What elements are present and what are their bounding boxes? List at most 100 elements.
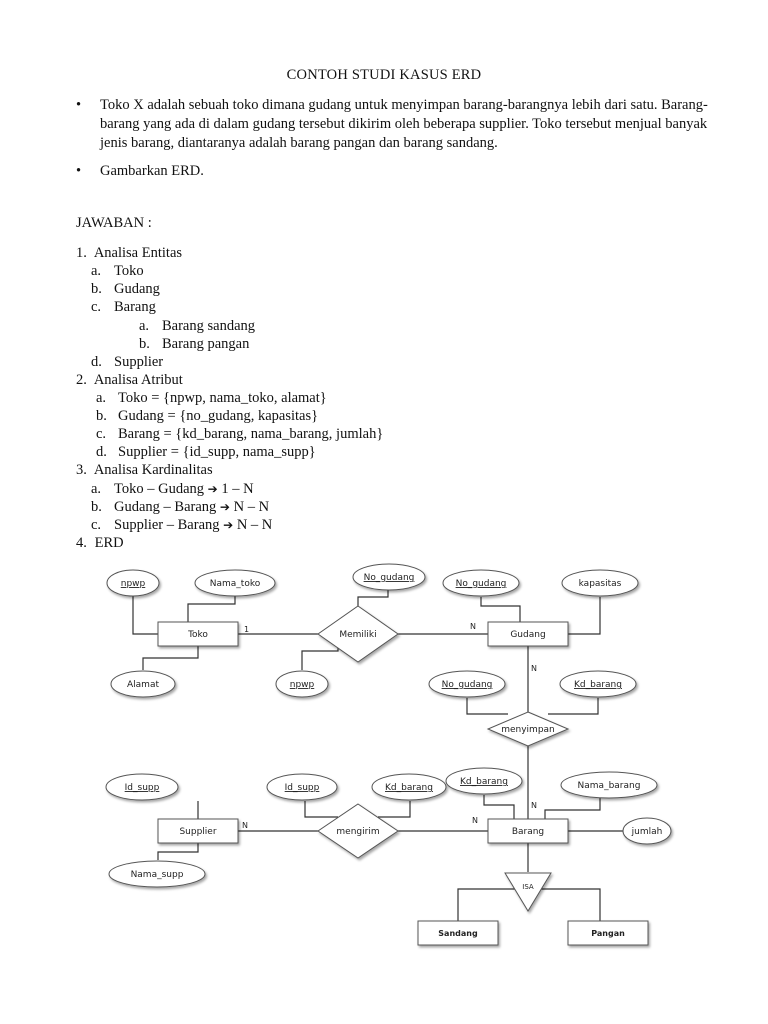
cardinality-pair: Supplier – Barang — [114, 517, 220, 533]
item-text: Gudang — [114, 281, 160, 297]
item-marker: b. — [91, 281, 102, 297]
task-text: Gambarkan ERD. — [100, 163, 204, 179]
attr-npwp-toko — [106, 569, 160, 597]
item-marker: b. — [139, 336, 150, 352]
section-3-heading: 3. Analisa Kardinalitas — [76, 461, 213, 479]
entity-sandang — [417, 920, 499, 946]
attr-no-gudang-simpan — [428, 670, 506, 698]
cardinality-value: N – N — [233, 499, 270, 515]
entity-supplier — [157, 818, 239, 844]
attr-label: npwp — [121, 579, 146, 589]
bullet-marker: • — [76, 163, 82, 179]
section-number: 2. — [76, 372, 87, 388]
cardinality-label: N — [242, 821, 248, 830]
attr-label: Kd_barang — [574, 680, 622, 690]
entity-label: Pangan — [591, 929, 625, 938]
section-title: Analisa Atribut — [93, 372, 183, 388]
bullet-marker: • — [76, 97, 82, 113]
attribute-item: a.Toko = {npwp, nama_toko, alamat} — [96, 389, 327, 407]
arrow-right-icon: ➔ — [223, 518, 234, 532]
item-text: Barang sandang — [162, 318, 256, 334]
entity-barang — [487, 818, 569, 844]
item-text: Barang — [114, 299, 156, 315]
attr-label: jumlah — [631, 827, 663, 837]
relation-label: ISA — [522, 883, 534, 891]
attr-label: Nama_barang — [578, 781, 641, 791]
relation-memiliki — [317, 605, 399, 663]
attr-label: Nama_toko — [210, 579, 261, 589]
entity-label: Supplier — [179, 827, 216, 837]
section-number: 1. — [76, 245, 87, 261]
attr-nama-supp — [108, 860, 206, 888]
item-marker: a. — [139, 318, 150, 334]
relation-label: mengirim — [336, 827, 379, 837]
section-2-heading: 2. Analisa Atribut — [76, 371, 183, 389]
entity-label: Toko — [187, 630, 208, 640]
entity-pangan — [567, 920, 649, 946]
item-text: Barang = {kd_barang, nama_barang, jumlah… — [118, 426, 384, 442]
section-title: Analisa Kardinalitas — [93, 462, 213, 478]
cardinality-value: 1 – N — [221, 481, 254, 497]
item-marker: a. — [91, 481, 102, 497]
attr-label: Kd_barang — [385, 783, 433, 793]
item-marker: c. — [91, 517, 102, 533]
attr-jumlah — [622, 817, 672, 845]
attr-no-gudang — [442, 569, 520, 597]
item-marker: d. — [96, 444, 107, 460]
item-marker: b. — [96, 408, 107, 424]
item-marker: c. — [96, 426, 107, 442]
entity-gudang — [487, 621, 569, 647]
item-marker: a. — [96, 390, 107, 406]
arrow-right-icon: ➔ — [207, 482, 218, 496]
attr-no-gudang-rel — [352, 563, 426, 591]
relation-label: Memiliki — [339, 630, 376, 640]
section-number: 3. — [76, 462, 87, 478]
erd-diagram: Toko Gudang Supplier Barang Sandang Pang… — [105, 563, 672, 946]
arrow-right-icon: ➔ — [219, 500, 230, 514]
entity-label: Gudang — [510, 630, 545, 640]
attr-kd-barang-simpan — [559, 670, 637, 698]
entity-item: b. Gudang — [91, 280, 160, 298]
cardinality-pair: Gudang – Barang — [114, 499, 217, 515]
sub-entity-item: a. Barang sandang — [139, 317, 255, 335]
sub-entity-item: b.Barang pangan — [139, 335, 249, 353]
item-marker: a. — [91, 263, 102, 279]
attr-label: No_gudang — [456, 579, 507, 589]
attr-id-supp — [105, 773, 179, 801]
document-title: CONTOH STUDI KASUS ERD — [286, 67, 482, 83]
item-marker: c. — [91, 299, 102, 315]
attr-kd-barang — [445, 767, 523, 795]
attribute-item: d. Supplier = {id_supp, nama_supp} — [96, 443, 316, 461]
attr-kapasitas — [561, 569, 639, 597]
cardinality-item: b.Gudang – Barang ➔ N – N — [91, 498, 269, 516]
attr-label: No_gudang — [442, 680, 493, 690]
entity-toko — [157, 621, 239, 647]
attr-label: No_gudang — [364, 573, 415, 583]
item-marker: d. — [91, 354, 102, 370]
cardinality-value: N – N — [236, 517, 273, 533]
cardinality-item: c. Supplier – Barang ➔ N – N — [91, 516, 272, 534]
cardinality-item: a.Toko – Gudang ➔ 1 – N — [91, 480, 254, 498]
answer-heading: JAWABAN : — [76, 215, 152, 231]
task-bullet: • Gambarkan ERD. — [76, 162, 716, 182]
case-description-text: Toko X adalah sebuah toko dimana gudang … — [100, 97, 708, 151]
attribute-item: c. Barang = {kd_barang, nama_barang, juml… — [96, 425, 383, 443]
item-text: Gudang = {no_gudang, kapasitas} — [118, 408, 319, 424]
attribute-item: b. Gudang = {no_gudang, kapasitas} — [96, 407, 318, 425]
attr-label: npwp — [290, 680, 315, 690]
cardinality-label: N — [531, 801, 537, 810]
attr-label: Alamat — [127, 680, 159, 690]
item-text: Supplier = {id_supp, nama_supp} — [118, 444, 316, 460]
relation-menyimpan — [486, 711, 570, 747]
attr-id-supp-kirim — [266, 773, 338, 801]
cardinality-label: N — [531, 664, 537, 673]
section-title: ERD — [94, 535, 124, 551]
relation-isa — [504, 872, 552, 912]
relation-mengirim — [317, 803, 399, 859]
cardinality-label: 1 — [244, 625, 249, 634]
section-number: 4. — [76, 535, 87, 551]
attr-label: Kd_barang — [460, 777, 508, 787]
attr-label: kapasitas — [579, 579, 622, 589]
attr-label: Id_supp — [285, 783, 320, 793]
entity-item: a.Toko — [91, 262, 144, 280]
